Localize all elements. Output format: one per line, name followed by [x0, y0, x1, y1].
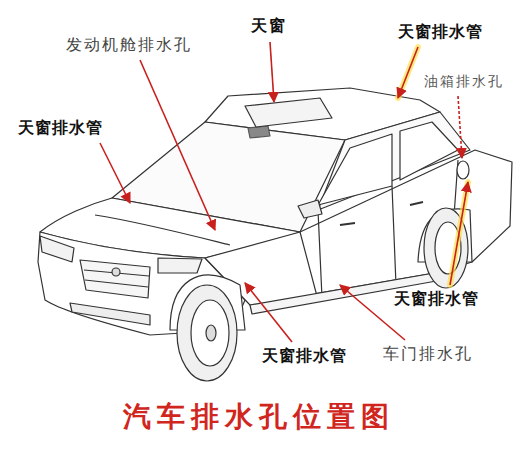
part-label: 发动机舱排水孔 — [66, 35, 192, 54]
part-label: 天窗排水管 — [398, 22, 483, 41]
part-label: 天窗排水管 — [262, 346, 347, 365]
diagram-caption: 汽车排水孔位置图 — [123, 400, 395, 434]
part-label: 车门排水孔 — [383, 344, 473, 363]
part-label: 天窗排水管 — [394, 289, 479, 308]
part-label: 天窗排水管 — [18, 118, 103, 137]
car-outline — [38, 88, 512, 381]
part-label: 油箱排水孔 — [424, 73, 504, 90]
part-label: 天窗 — [251, 16, 287, 35]
